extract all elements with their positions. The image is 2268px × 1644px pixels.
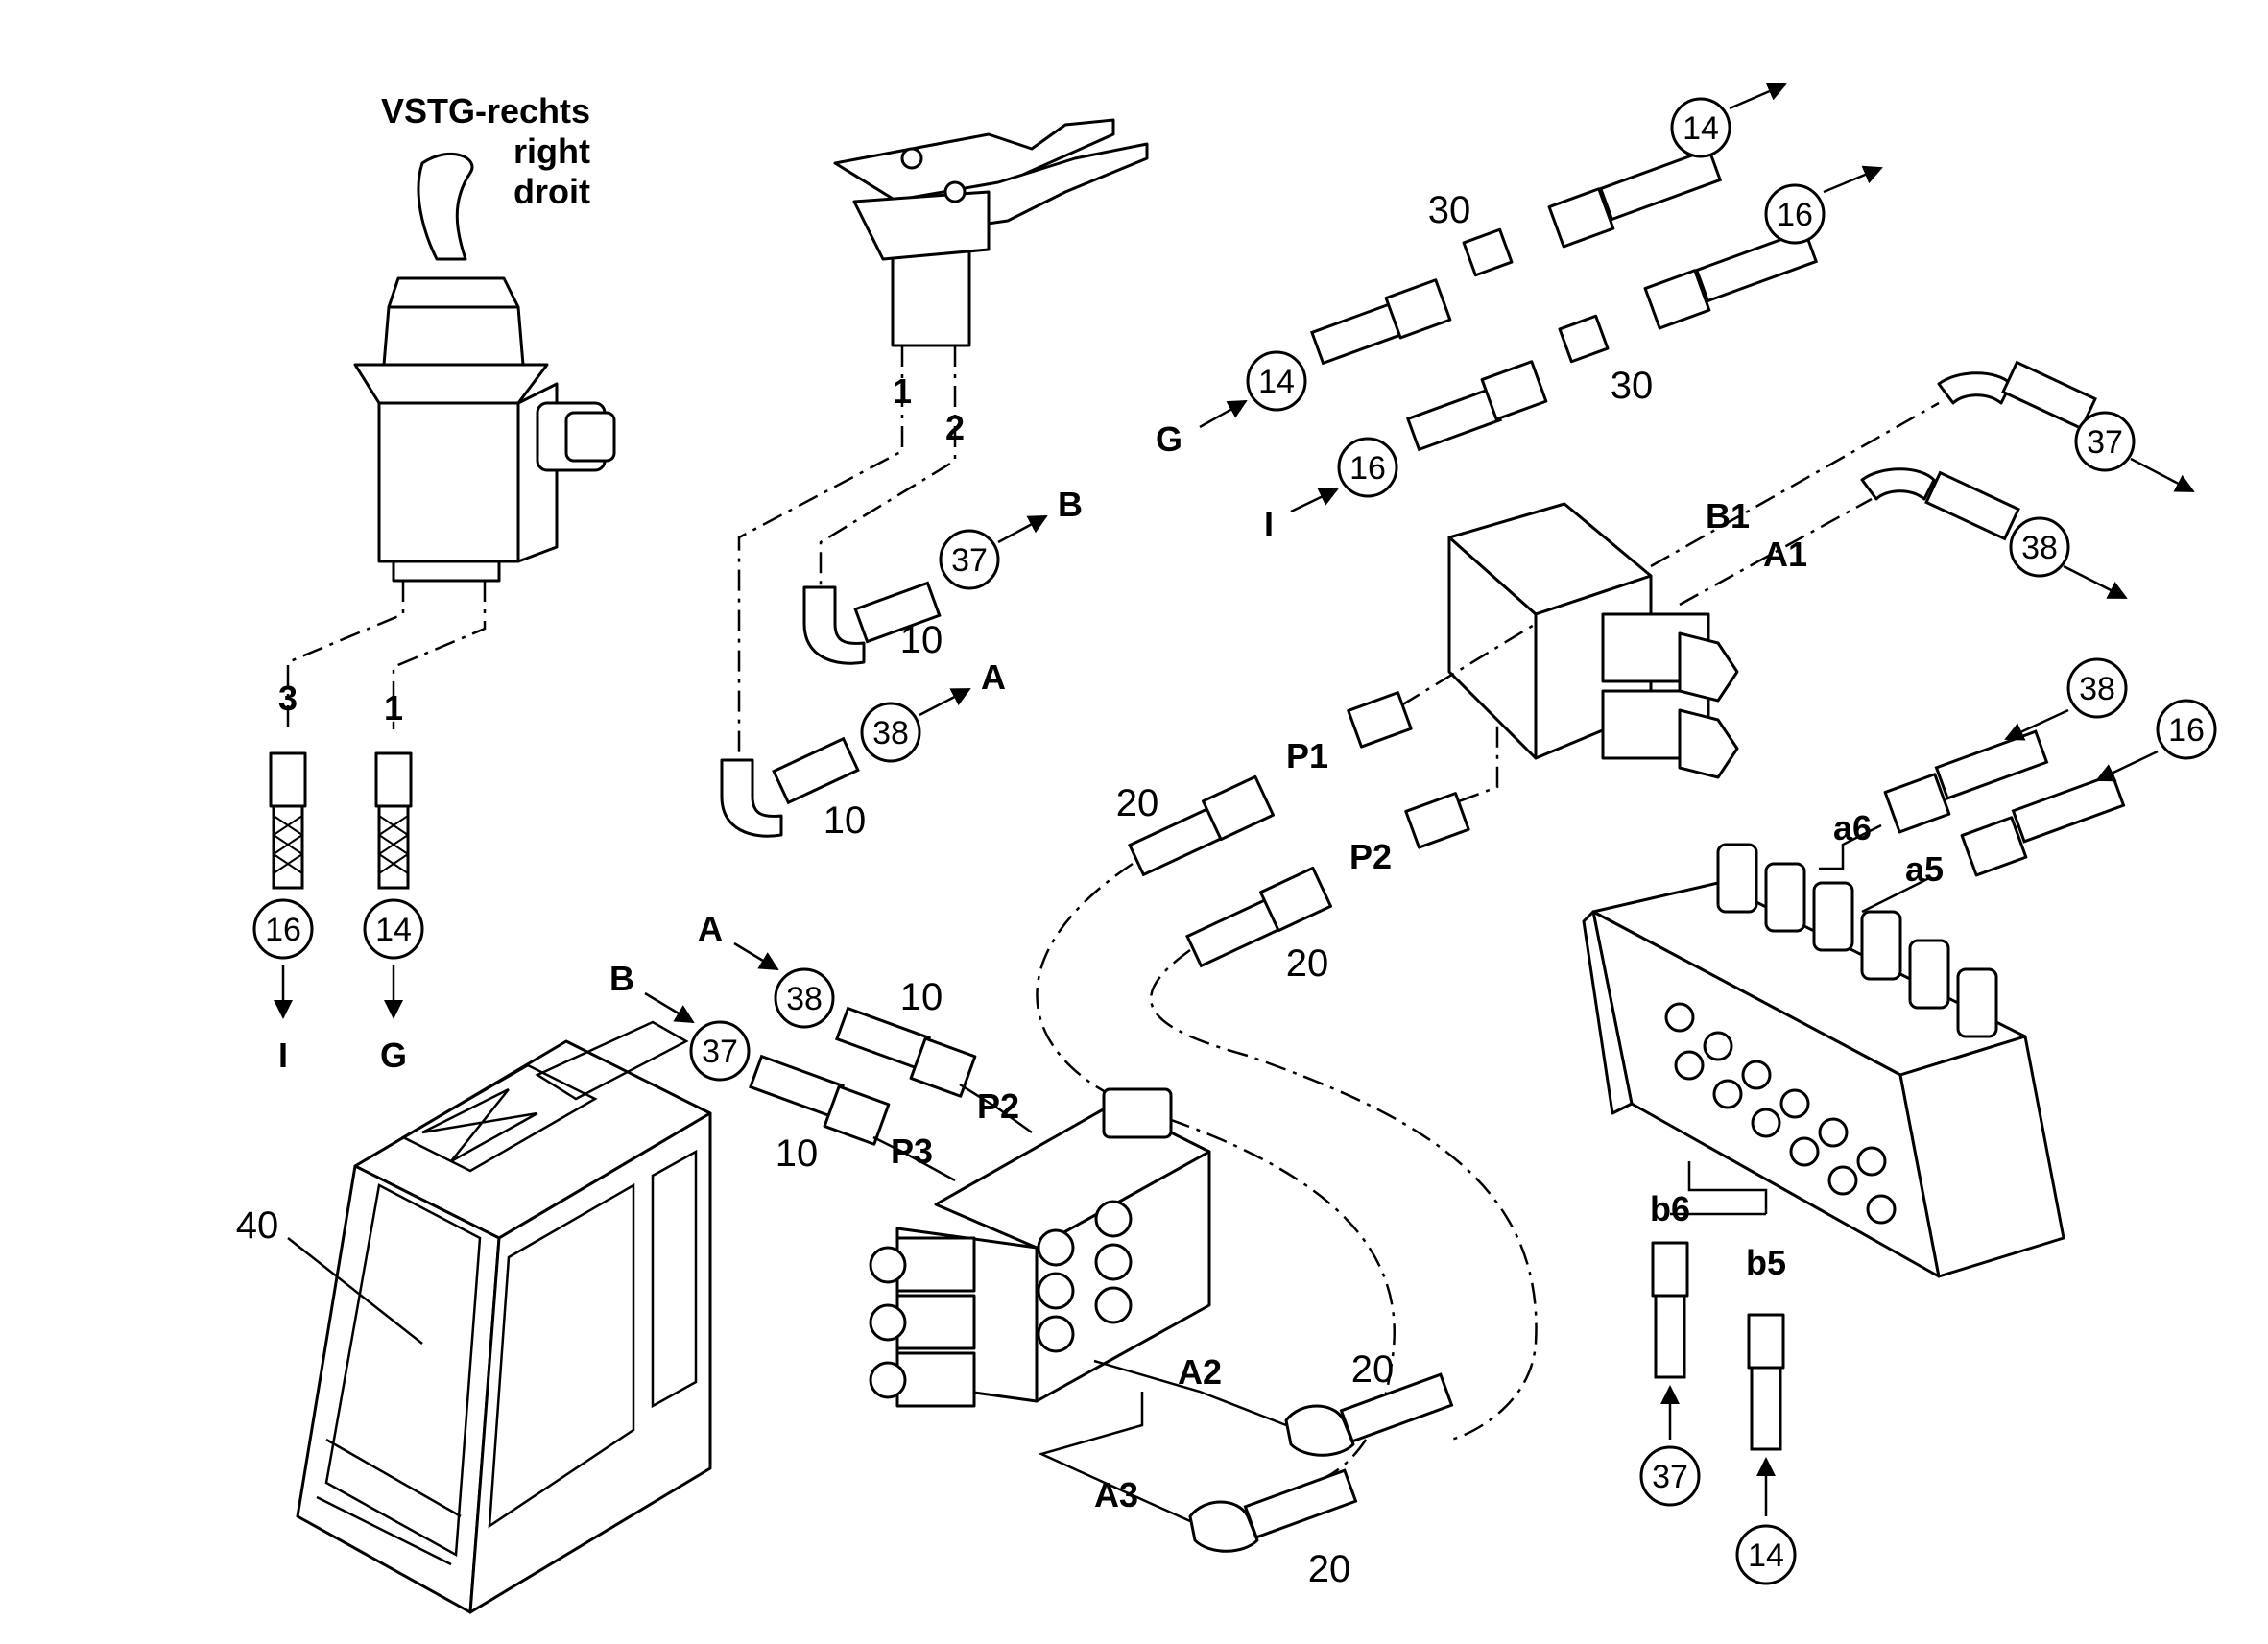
callout-38-a: 38 (872, 715, 909, 751)
hose-assembly-16-top (1405, 228, 1819, 452)
operator-cab (296, 1020, 712, 1614)
callout-14-d: 14 (1748, 1537, 1784, 1574)
callout-circle-14-d (1735, 1524, 1797, 1585)
letter-I-b: I (1264, 504, 1274, 543)
ref-40: 40 (236, 1204, 279, 1247)
letter-A3: A3 (1094, 1475, 1138, 1514)
callout-circle-37-d (689, 1020, 751, 1082)
hose-37-p3 (748, 1054, 891, 1146)
letter-P2-b: P2 (977, 1086, 1019, 1126)
letter-B-a: B (1058, 485, 1083, 524)
pedal-port-2: 2 (945, 408, 965, 447)
letter-a6: a6 (1833, 808, 1872, 847)
callout-38-b: 38 (2021, 530, 2058, 566)
joystick-valve (353, 153, 616, 583)
callout-circle-14-a (363, 898, 424, 960)
callout-37-c: 37 (1652, 1459, 1688, 1495)
hose-assembly-14-top (1309, 147, 1723, 366)
callout-circle-38-c (2066, 657, 2128, 719)
ref-10-b: 10 (824, 799, 867, 842)
callout-circle-14-b (1670, 97, 1731, 158)
letter-A-b: A (698, 909, 723, 948)
ref-10-c: 10 (900, 976, 943, 1018)
fitting-p1 (1347, 691, 1413, 749)
letter-G-b: G (1156, 419, 1182, 459)
ref-20-d: 20 (1308, 1548, 1351, 1590)
valve-block-upper (1447, 502, 1739, 779)
ref-30-b: 30 (1611, 365, 1654, 407)
hose-37-b6 (1651, 1241, 1689, 1379)
elbow-hose-38-right (1860, 467, 2020, 541)
joystick-title-1: VSTG-rechts (381, 91, 590, 131)
hose-16-a5 (1960, 773, 2126, 877)
callout-circle-38-a (860, 702, 921, 763)
callout-38-c: 38 (2079, 671, 2115, 707)
callout-circle-16-a (252, 898, 314, 960)
callout-circle-14-c (1246, 350, 1307, 412)
joystick-title-3: droit (513, 172, 590, 211)
hose-14-vertical (374, 751, 413, 890)
letter-A1: A1 (1763, 535, 1807, 574)
elbow-hose-38-pedal (720, 736, 860, 838)
letter-B1: B1 (1706, 496, 1750, 536)
pedal-port-1: 1 (893, 371, 912, 411)
callout-circle-37-b (2074, 411, 2136, 472)
hose-14-b5 (1747, 1313, 1785, 1451)
callout-14-b: 14 (1683, 110, 1719, 147)
hose-20-a (1128, 774, 1275, 877)
letter-P3: P3 (891, 1132, 933, 1171)
hose-38-p2 (834, 1006, 977, 1098)
callout-circle-16-b (1764, 183, 1826, 245)
ref-30-a: 30 (1428, 189, 1471, 231)
callout-circle-16-d (2156, 699, 2217, 760)
callout-16-d: 16 (2168, 712, 2205, 749)
joystick-port-1: 1 (384, 688, 403, 727)
letter-A-a: A (981, 657, 1006, 697)
elbow-hose-37-pedal (802, 581, 942, 665)
callout-37-a: 37 (951, 542, 988, 579)
callout-circle-37-c (1639, 1445, 1701, 1507)
valve-bank-right (1582, 843, 2065, 1278)
callout-16-a: 16 (265, 912, 301, 948)
letter-P1: P1 (1286, 736, 1328, 775)
elbow-hose-20-a3 (1188, 1468, 1358, 1553)
elbow-hose-37-right (1937, 360, 2097, 431)
ref-10-a: 10 (900, 619, 943, 661)
ref-20-a: 20 (1116, 782, 1159, 824)
valve-block-lower (869, 1087, 1211, 1408)
callout-14-a: 14 (375, 912, 412, 948)
letter-B-b: B (609, 959, 634, 998)
joystick-port-3: 3 (278, 679, 298, 718)
hose-20-b (1185, 866, 1332, 968)
letter-a5: a5 (1905, 849, 1944, 889)
letter-P2-a: P2 (1349, 837, 1392, 876)
letter-b5: b5 (1746, 1243, 1786, 1282)
hose-16-vertical (269, 751, 307, 890)
fitting-p2 (1404, 792, 1470, 849)
callout-16-b: 16 (1777, 197, 1813, 233)
joystick-title-2: right (513, 131, 590, 171)
callout-38-d: 38 (786, 981, 823, 1017)
ref-20-c: 20 (1351, 1348, 1395, 1391)
letter-I-a: I (278, 1036, 288, 1075)
hose-38-a6 (1883, 729, 2049, 834)
foot-pedal (833, 118, 1149, 347)
letter-b6: b6 (1650, 1189, 1690, 1228)
callout-circle-37-a (939, 529, 1000, 590)
callout-circle-16-c (1337, 437, 1398, 498)
ref-10-d: 10 (776, 1132, 819, 1175)
callout-37-d: 37 (702, 1034, 738, 1070)
letter-A2: A2 (1178, 1352, 1222, 1392)
callout-circle-38-b (2009, 516, 2070, 578)
callout-14-c: 14 (1258, 364, 1295, 400)
elbow-hose-20-a2 (1284, 1372, 1454, 1457)
callout-37-b: 37 (2087, 424, 2123, 461)
letter-G-a: G (380, 1036, 407, 1075)
callout-16-c: 16 (1349, 450, 1386, 487)
callout-circle-38-d (774, 967, 835, 1029)
ref-20-b: 20 (1286, 942, 1329, 985)
